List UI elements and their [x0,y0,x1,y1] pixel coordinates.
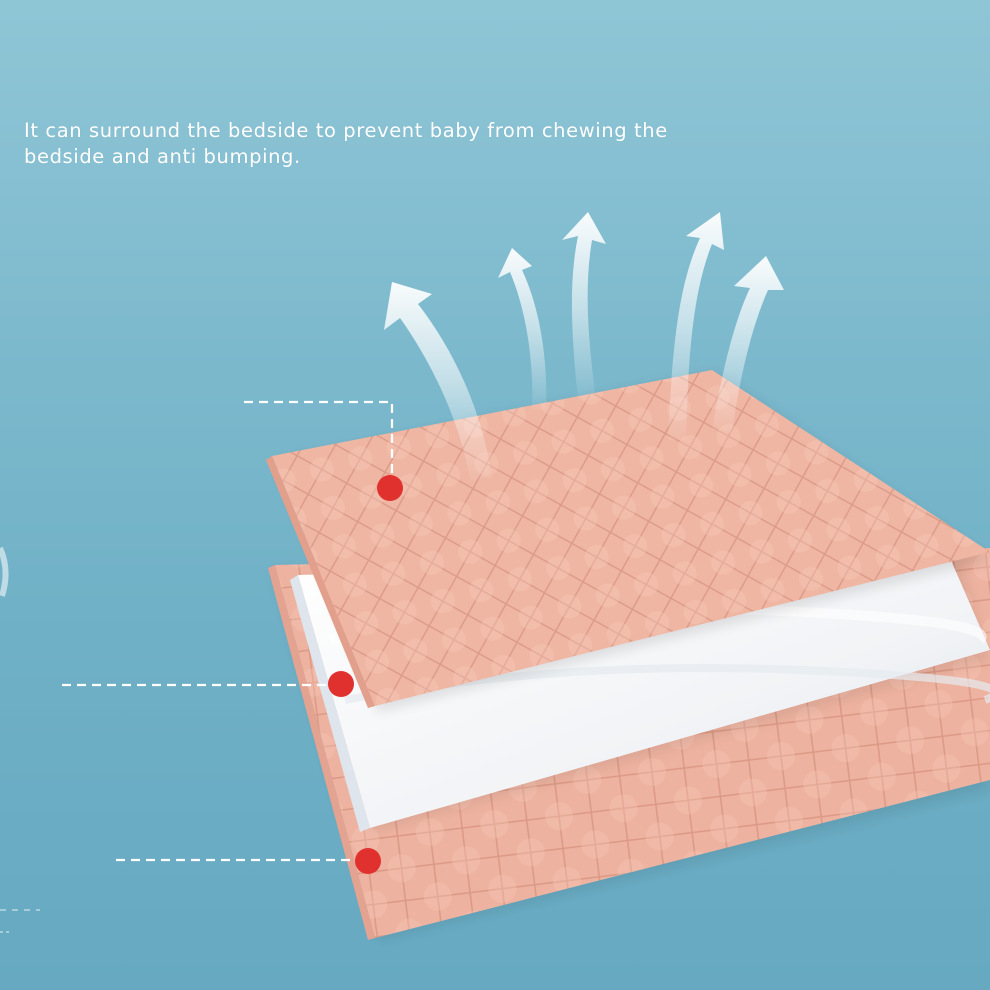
airflow-arrow-icon [498,248,547,410]
marker-dot-icon [328,671,354,697]
marker-dot-icon [377,475,403,501]
airflow-arrow-icon [384,282,492,480]
airflow-arrow-icon [562,212,606,400]
airflow-arrow-icon [668,212,724,440]
left-edge-decoration [0,546,40,933]
callout-top [244,400,403,501]
marker-dot-icon [355,848,381,874]
caption-text: It can surround the bedside to prevent b… [24,119,668,168]
top-quilted-fabric-layer [266,370,990,712]
callout-middle [62,671,354,697]
airflow-arrow-icon [712,256,784,432]
airflow-arrows [384,212,784,480]
callout-bottom [116,848,381,874]
